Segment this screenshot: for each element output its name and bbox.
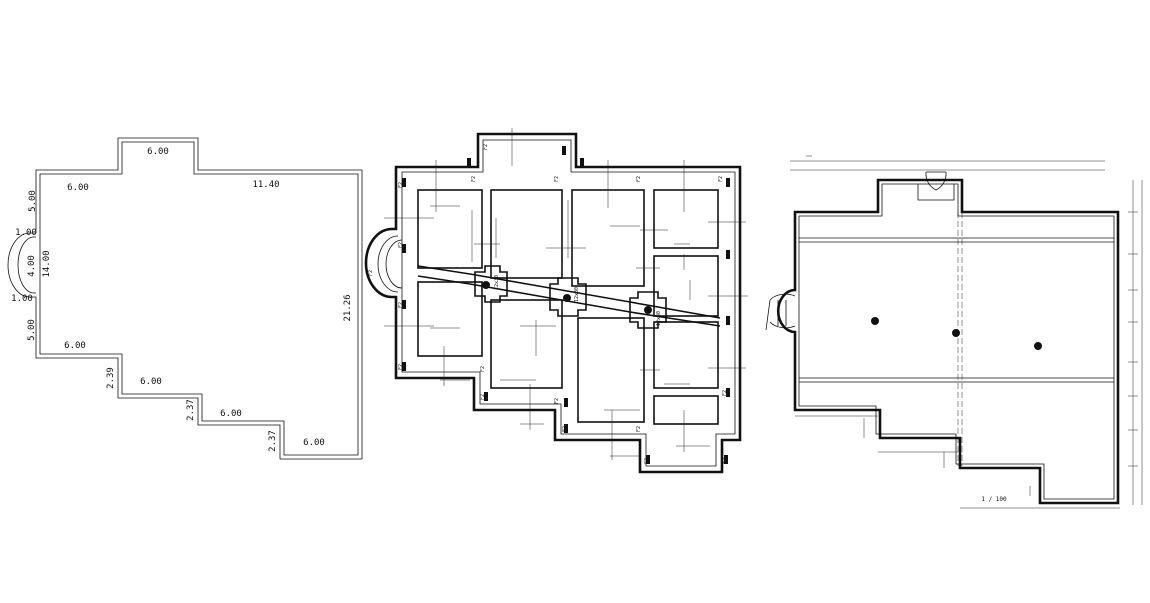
outline-bay-window <box>17 236 36 294</box>
dim-step1-w: 6.00 <box>140 377 162 387</box>
roof-inner-wall <box>798 183 1115 500</box>
dim-side-top: 5.00 <box>28 190 38 212</box>
foundation-outer-wall <box>364 132 742 474</box>
column-2 <box>563 294 571 302</box>
room-ne-2 <box>653 255 719 317</box>
footing-marks: F2 F2 F2 F2 F2 F2 F2 F2 F2 F2 F2 F2 F2 F… <box>368 144 730 464</box>
room-n-center <box>490 189 563 279</box>
footing-label: F2 <box>398 302 404 308</box>
dim-top: 6.00 <box>147 147 169 157</box>
dim-step3-h: 2.37 <box>268 430 278 452</box>
footing-label: F2 <box>554 398 560 404</box>
foundation-inner-wall <box>401 139 736 467</box>
footing-label: F2 <box>480 394 486 400</box>
column-base-2 <box>549 277 587 317</box>
room-s-center <box>490 299 563 389</box>
roof-plan: 1 / 100 <box>765 155 1143 509</box>
roof-top-dimensions <box>790 155 1105 171</box>
footing-label: F2 <box>398 182 404 188</box>
footing-label: F2 <box>483 144 489 150</box>
column-base-3 <box>629 291 667 329</box>
dim-bay: 4.00 <box>27 255 37 277</box>
foundation-plan: 12x30 12x30 12x30 F2 F2 F2 F2 F2 F2 F2 F… <box>364 128 748 474</box>
footing-label: F2 <box>398 364 404 370</box>
footing-label: F2 <box>471 176 477 182</box>
dim-left-top: 6.00 <box>67 183 89 193</box>
roof-column-2 <box>952 329 960 337</box>
foundation-bay-window <box>377 235 403 293</box>
room-w <box>417 281 483 357</box>
room-se-center <box>577 317 645 423</box>
room-e <box>653 321 719 389</box>
roof-right-dimensions <box>1128 180 1143 505</box>
column-3 <box>644 306 652 314</box>
roof-entrance-door <box>917 171 955 201</box>
room-nw <box>417 189 483 269</box>
footing-label: F2 <box>718 176 724 182</box>
room-se <box>653 395 719 425</box>
footing-label: F2 <box>722 390 728 396</box>
dim-right: 21.26 <box>343 294 353 321</box>
beam-label-3: 12x30 <box>656 311 662 326</box>
roof-bottom-dimensions <box>795 415 1120 509</box>
roof-outer-wall <box>776 178 1120 505</box>
footing-label: F2 <box>368 270 374 276</box>
beam-label-1: 12x30 <box>494 275 500 290</box>
column-base-1 <box>474 265 508 303</box>
footing-label: F2 <box>554 176 560 182</box>
roof-column-3 <box>1034 342 1042 350</box>
dim-side-bottom: 5.00 <box>27 319 37 341</box>
footing-label: F2 <box>644 458 650 464</box>
footing-label: F2 <box>722 458 728 464</box>
dim-step1-h: 2.39 <box>106 367 116 389</box>
foundation-leader-lines <box>384 128 748 460</box>
dim-step3-w: 6.00 <box>303 438 325 448</box>
dim-step2-w: 6.00 <box>220 409 242 419</box>
roof-scale-label: 1 / 100 <box>981 496 1007 503</box>
outline-plan: 6.00 6.00 11.40 5.00 1.00 4.00 14.00 1.0… <box>7 137 363 460</box>
roof-column-1 <box>871 317 879 325</box>
footing-label: F2 <box>562 426 568 432</box>
dim-bay-top: 1.00 <box>15 228 37 238</box>
footing-label: F2 <box>480 366 486 372</box>
room-ne-1 <box>653 189 719 249</box>
footing-label: F2 <box>636 426 642 432</box>
roof-bay-window <box>765 293 796 331</box>
footing-label: F2 <box>398 242 404 248</box>
roof-beams <box>799 212 1114 466</box>
outline-outer-wall <box>7 137 363 460</box>
dim-right-top: 11.40 <box>252 180 279 190</box>
column-1 <box>482 281 490 289</box>
outline-inner-wall <box>39 141 359 456</box>
beam-label-2: 12x30 <box>574 287 580 302</box>
dim-bay-bottom: 1.00 <box>11 294 33 304</box>
dim-step2-h: 2.37 <box>186 399 196 421</box>
dim-left-bottom: 6.00 <box>64 341 86 351</box>
dim-height: 14.00 <box>42 250 52 277</box>
footing-label: F2 <box>636 176 642 182</box>
